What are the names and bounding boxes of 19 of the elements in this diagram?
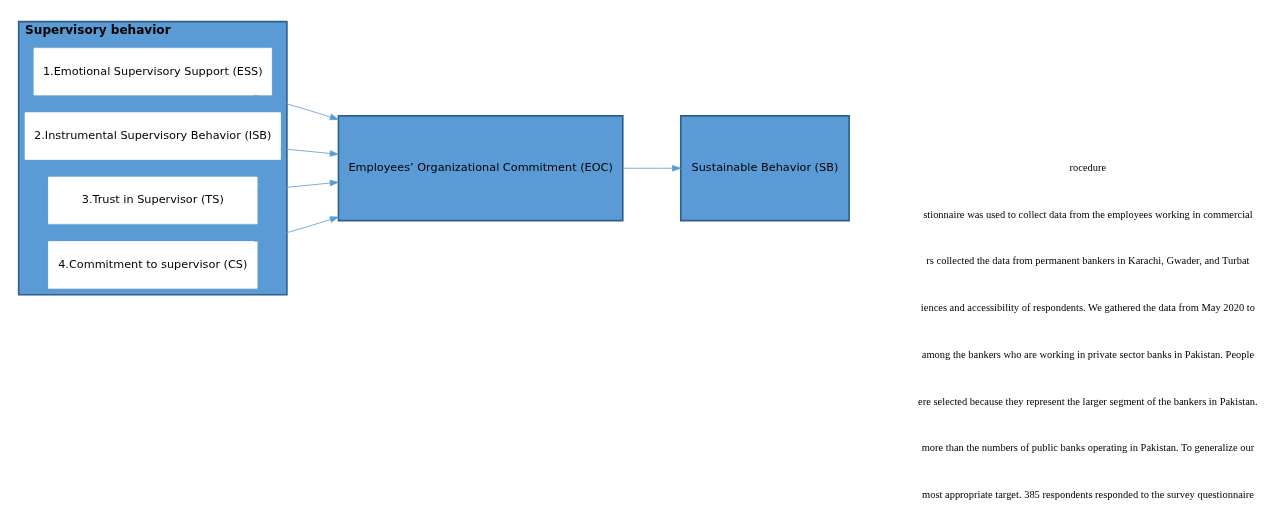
- node-box: Sustainable Behavior (SB): [679, 115, 850, 222]
- arrow: [253, 216, 339, 242]
- label: most appropriate target. 385 respondents responded to the survey questionnaire: [922, 489, 1254, 501]
- arrow: [280, 148, 339, 157]
- arrow: [256, 179, 339, 191]
- arrow: [253, 94, 339, 121]
- label: rs collected the data from permanent bankers in Karachi, Gwader, and Turbat: [926, 255, 1250, 267]
- label: stionnaire was used to collect data from the employees working in commercial: [923, 208, 1253, 220]
- label: iences and accessibility of respondents. We gathered the data from May 2020 to: [920, 302, 1256, 314]
- label: among the bankers who are working in private sector banks in Pakistan. People: [921, 348, 1255, 360]
- arrow: [622, 165, 681, 172]
- label: more than the numbers of public banks operating in Pakistan. To generalize our: [921, 442, 1255, 454]
- node-box: Employees’ Organizational Commitment (EOC): [337, 115, 624, 222]
- label: ere selected because they represent the larger segment of the bankers in Pakistan.: [918, 395, 1258, 407]
- node-box: 2.Instrumental Supervisory Behavior (ISB): [24, 112, 281, 160]
- node-box: 4.Commitment to supervisor (CS): [48, 241, 258, 289]
- node-box: 1.Emotional Supervisory Support (ESS): [33, 47, 272, 96]
- label: rocedure: [1069, 162, 1107, 173]
- node-box: 3.Trust in Supervisor (TS): [48, 176, 258, 225]
